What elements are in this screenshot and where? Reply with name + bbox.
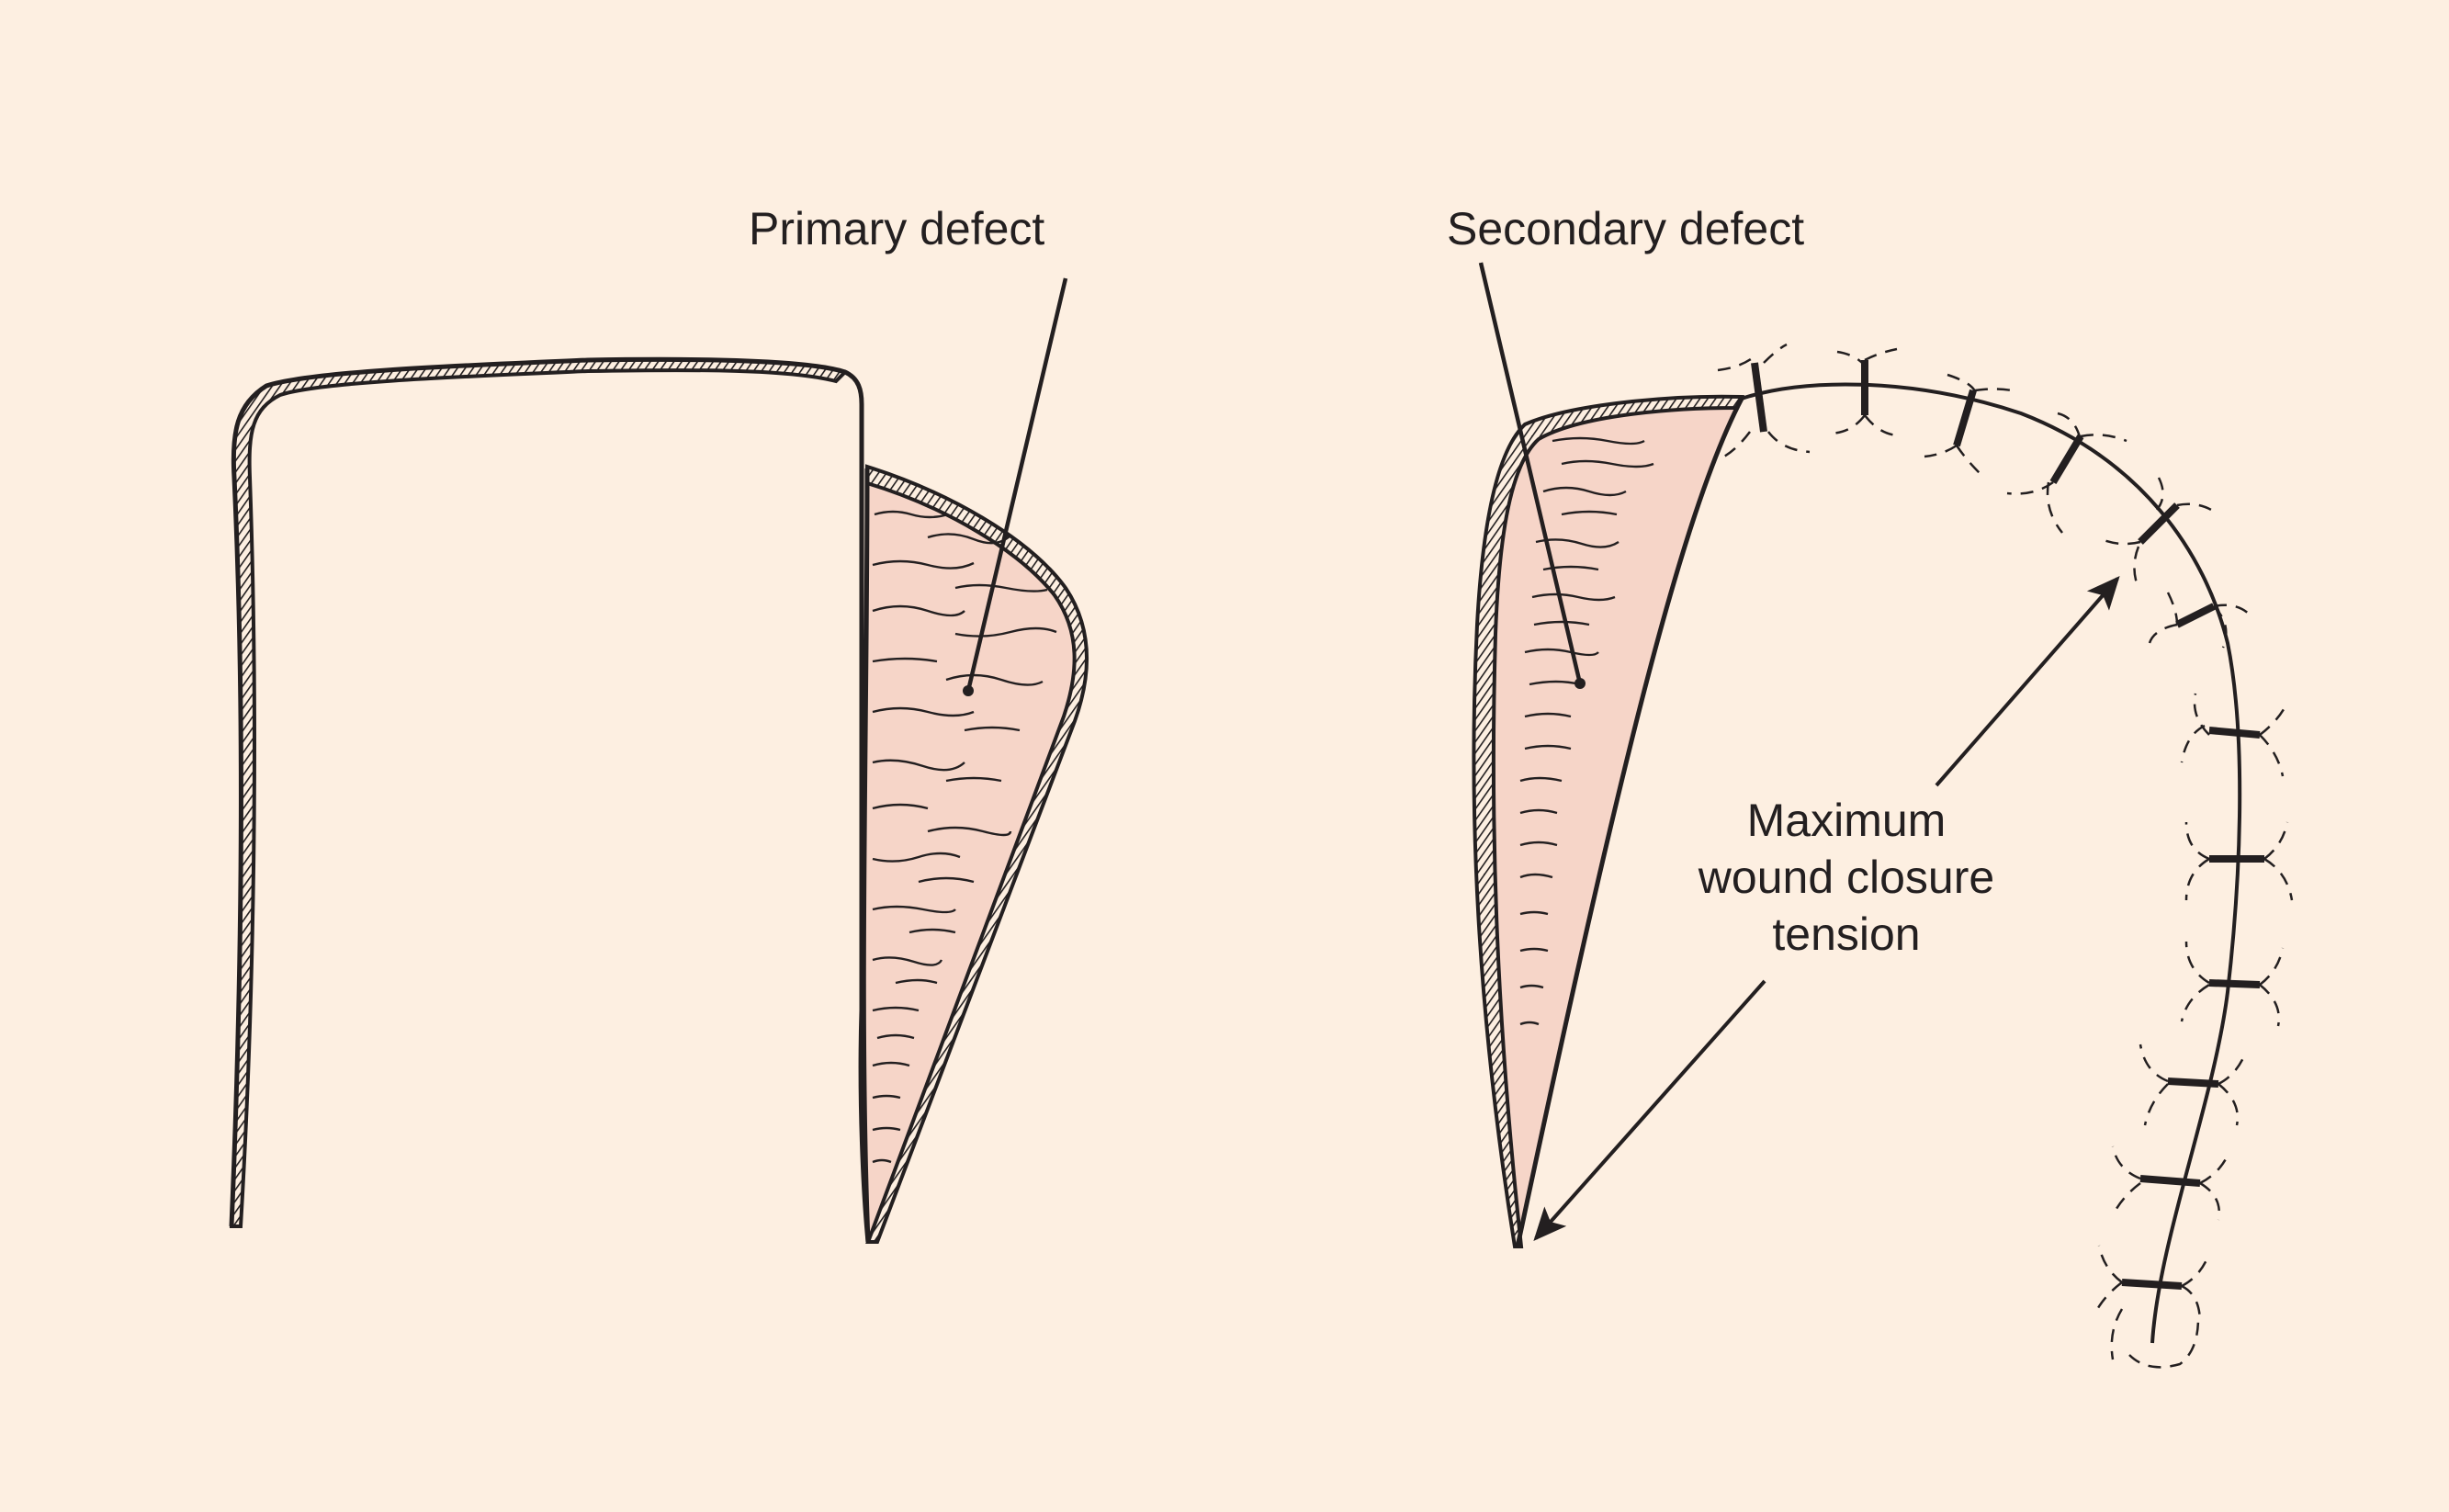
interrupted-suture-icon [2148,592,2252,649]
primary-defect-region [861,277,1089,1244]
suture-line [1717,343,2294,1369]
interrupted-suture-icon [2006,412,2127,534]
interrupted-suture-icon [2180,693,2289,777]
interrupted-suture-icon [2139,1044,2248,1126]
interrupted-suture-icon [2111,1145,2229,1221]
primary-defect-dot-icon [963,685,974,696]
primary-defect-label: Primary defect [749,203,1045,254]
interrupted-suture-icon [1924,373,2013,474]
primary-defect-leader [965,277,1068,692]
tension-label-line1: Maximum [1746,795,1947,846]
interrupted-suture-icon [1717,343,1811,459]
secondary-defect-dot-icon [1574,678,1586,689]
arrow-icon [1935,575,2120,787]
tension-label-line2: wound closure [1698,852,1995,903]
secondary-defect-leader [1478,262,1583,684]
interrupted-suture-icon [2110,1308,2200,1369]
tension-label-line3: tension [1772,908,1921,960]
arrow-icon [1533,979,1766,1241]
left-flap [229,356,871,1243]
tension-label: Maximum wound closure tension [1663,792,2030,963]
interrupted-suture-icon [2180,941,2285,1027]
secondary-defect-region [1472,262,1745,1248]
interrupted-suture-icon [1827,347,1898,437]
interrupted-suture-icon [2184,821,2294,901]
interrupted-suture-icon [2093,1245,2211,1324]
interrupted-suture-icon [2103,477,2219,584]
secondary-defect-label: Secondary defect [1447,203,1805,254]
